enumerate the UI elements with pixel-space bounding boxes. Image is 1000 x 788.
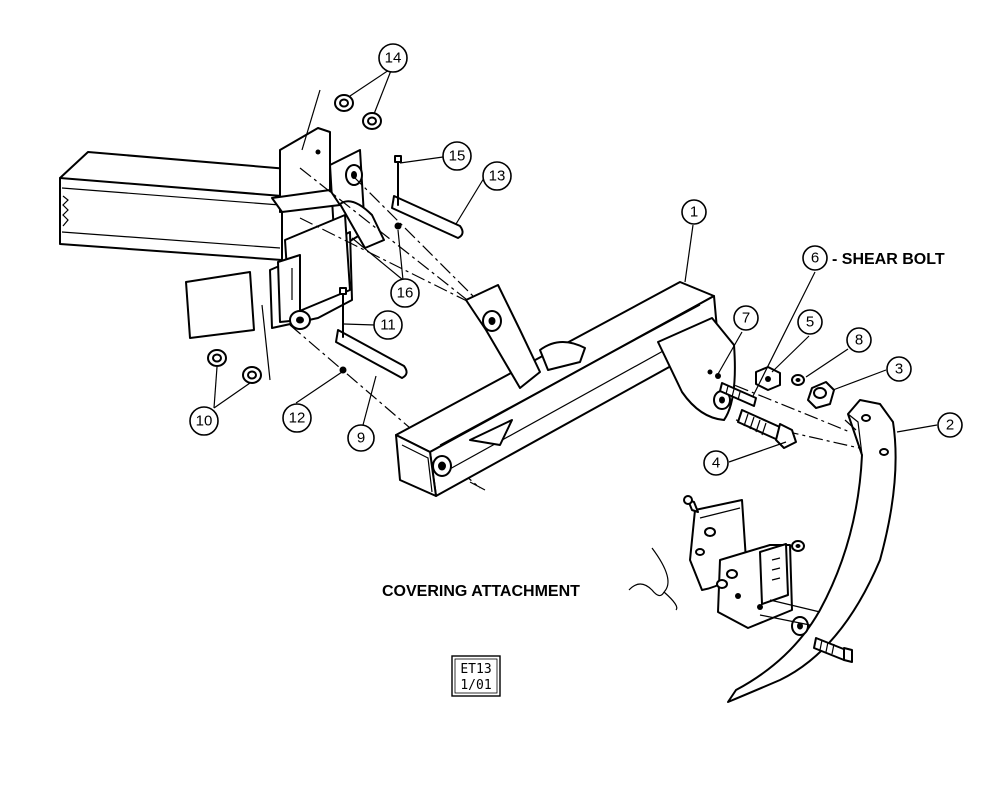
bolt-15 xyxy=(394,155,402,206)
svg-text:2: 2 xyxy=(946,417,954,434)
callout-12: 12 xyxy=(282,403,312,433)
shank-arm xyxy=(395,281,736,497)
svg-text:4: 4 xyxy=(712,455,720,472)
callout-13: 13 xyxy=(482,161,512,191)
svg-text:8: 8 xyxy=(855,332,863,349)
svg-text:16: 16 xyxy=(397,285,414,302)
leader-lines xyxy=(213,67,938,611)
callout-16: 16 xyxy=(390,278,420,308)
svg-text:12: 12 xyxy=(289,410,306,427)
covering-attachment xyxy=(683,495,853,663)
nut-5 xyxy=(755,366,781,391)
callout-15: 15 xyxy=(442,141,472,171)
stamp-date: 1/01 xyxy=(460,678,491,693)
pin-13 xyxy=(391,195,464,239)
covering-attachment-label: COVERING ATTACHMENT xyxy=(382,583,580,600)
shear-bolt-label: - SHEAR BOLT xyxy=(832,251,945,268)
callout-6: 6 xyxy=(802,245,828,271)
svg-text:1: 1 xyxy=(690,204,698,221)
svg-text:13: 13 xyxy=(489,168,506,185)
drawing-stamp: ET13 1/01 xyxy=(451,655,501,697)
callout-11: 11 xyxy=(373,310,403,340)
standard-2 xyxy=(727,399,897,703)
svg-text:7: 7 xyxy=(742,310,750,327)
toolbar-beam xyxy=(59,151,301,261)
callout-10: 10 xyxy=(189,406,219,436)
callout-9: 9 xyxy=(347,424,375,452)
washers-10 xyxy=(207,304,271,384)
washers-14 xyxy=(301,89,382,151)
bolt-11 xyxy=(339,287,347,338)
svg-text:10: 10 xyxy=(196,413,213,430)
callout-1: 1 xyxy=(681,199,707,225)
svg-text:11: 11 xyxy=(380,317,396,334)
svg-text:14: 14 xyxy=(385,50,402,67)
spacer-7 xyxy=(715,373,721,379)
svg-text:6: 6 xyxy=(811,250,819,267)
callout-4: 4 xyxy=(703,450,729,476)
callout-3: 3 xyxy=(886,356,912,382)
shear-bolt-6 xyxy=(719,382,757,407)
callout-2: 2 xyxy=(937,412,963,438)
stamp-code: ET13 xyxy=(460,662,491,677)
callout-14: 14 xyxy=(378,43,408,73)
svg-text:3: 3 xyxy=(895,361,903,378)
bolt-4 xyxy=(737,409,797,449)
svg-text:5: 5 xyxy=(806,314,814,331)
callout-8: 8 xyxy=(846,327,872,353)
lock-washer-8 xyxy=(791,374,805,386)
svg-text:9: 9 xyxy=(357,430,365,447)
pin-9 xyxy=(335,329,408,379)
callout-5: 5 xyxy=(797,309,823,335)
nut-16 xyxy=(394,222,402,230)
svg-text:15: 15 xyxy=(449,148,466,165)
mounting-bracket xyxy=(185,127,385,339)
callout-7: 7 xyxy=(733,305,759,331)
bushing-3 xyxy=(807,381,835,409)
